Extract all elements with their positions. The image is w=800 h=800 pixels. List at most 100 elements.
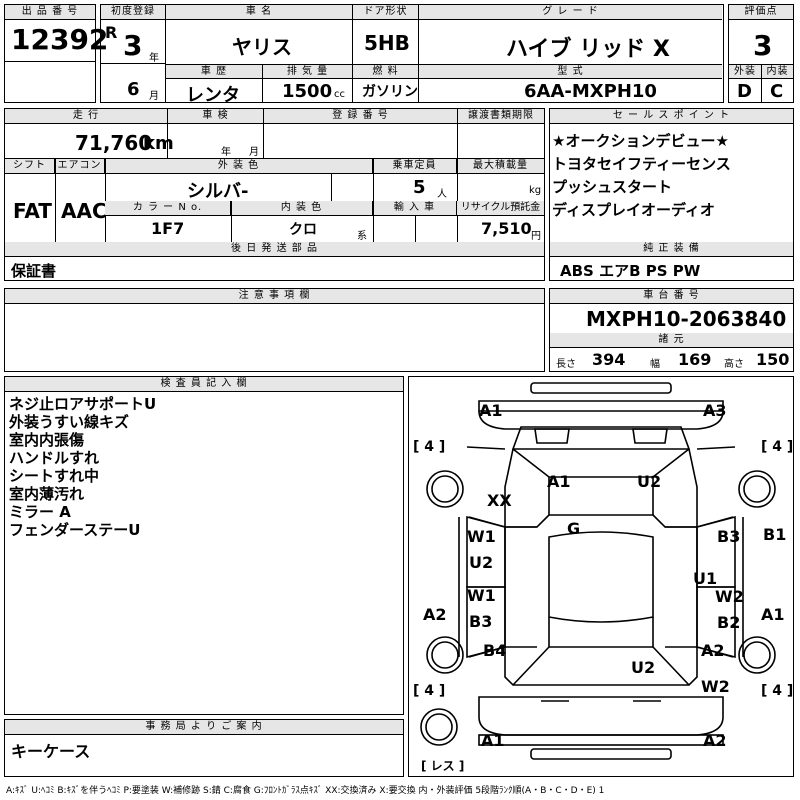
reg-month: 6	[127, 79, 140, 100]
damage-mark: U2	[631, 658, 656, 677]
aircon-label: エアコン	[55, 159, 105, 174]
damage-mark: W1	[467, 586, 496, 605]
capacity-label: 乗車定員	[373, 159, 457, 174]
int-color-label: 内 装 色	[231, 201, 373, 216]
office-note: キーケース	[11, 742, 91, 761]
first-reg-label: 初度登録	[101, 5, 165, 20]
door-label: ドア形状	[352, 5, 418, 20]
detail-box: 走 行 車 検 登 録 番 号 譲渡書類期限 71,760 km 年 月 シフト…	[4, 108, 545, 281]
chassis-no: MXPH10-2063840	[586, 307, 787, 331]
score-box: 評価点 3 外装 内装 D C	[728, 4, 794, 103]
car-name: ヤリス	[232, 35, 292, 59]
aircon: AAC	[61, 199, 107, 223]
color-no: 1F7	[151, 219, 185, 238]
inspection-label: 車 検	[167, 109, 263, 124]
sales-point: ★オークションデビュー★	[552, 132, 729, 150]
era: R	[105, 23, 118, 42]
interior-label: 内装	[761, 65, 793, 79]
insp-month-unit: 月	[249, 147, 259, 158]
height: 150	[756, 350, 790, 369]
grade-label: グ レ ー ド	[418, 5, 722, 20]
door-type: 5HB	[364, 31, 410, 55]
damage-mark: U1	[693, 569, 718, 588]
tire-count-front-right: [ 4 ]	[761, 439, 794, 455]
dims-label: 諸 元	[550, 333, 793, 348]
car-history: レンタ	[186, 85, 240, 106]
car-diagram	[420, 382, 776, 760]
inspector-label: 検 査 員 記 入 欄	[5, 377, 403, 392]
cc-unit: cc	[334, 89, 345, 100]
auction-no-label: 出 品 番 号	[5, 5, 95, 20]
insp-year-unit: 年	[221, 147, 231, 158]
shift-label: シフト	[5, 159, 55, 174]
sales-point: プッシュスタート	[552, 178, 673, 196]
genuine-label: 純 正 装 備	[550, 242, 793, 257]
persons-unit: 人	[437, 189, 447, 200]
damage-mark: B2	[717, 613, 741, 632]
legend: A:ｷｽﾞ U:ﾍｺﾐ B:ｷｽﾞを伴うﾍｺﾐ P:要塗装 W:補修跡 S:錆 …	[6, 786, 605, 796]
damage-mark: B4	[483, 641, 507, 660]
model-label: 型 式	[418, 65, 722, 79]
notes-label: 注 意 事 項 欄	[5, 289, 544, 304]
inspector-note: ハンドルすれ	[9, 449, 100, 467]
yen-unit: 円	[531, 231, 541, 242]
sales-points-label: セ ー ル ス ポ イ ン ト	[550, 109, 793, 124]
reg-no-label: 登 録 番 号	[263, 109, 457, 124]
notes-box: 注 意 事 項 欄	[4, 288, 545, 372]
damage-mark: A3	[703, 401, 727, 420]
damage-mark: A2	[423, 605, 447, 624]
ext-color-label: 外 装 色	[105, 159, 373, 174]
spare-tire-label: [ レス ]	[421, 759, 465, 773]
grade: ハイブ リッド X	[506, 37, 670, 62]
int-color: クロ	[289, 222, 317, 238]
km-unit: km	[143, 133, 174, 154]
car-name-label: 車 名	[166, 5, 352, 20]
inspector-note: シートすれ中	[9, 467, 100, 485]
displacement-label: 排 気 量	[262, 65, 352, 79]
auction-no: 12392	[11, 23, 109, 56]
kei-unit: 系	[357, 231, 367, 242]
office-box: 事 務 局 よ り ご 案 内 キーケース	[4, 719, 404, 777]
recycle-label: リサイクル預託金	[457, 201, 544, 216]
capacity: 5	[413, 177, 426, 198]
later-parts: 保証書	[11, 262, 57, 280]
ext-color: シルバ-	[187, 181, 249, 202]
mileage-label: 走 行	[5, 109, 167, 124]
damage-mark: W1	[467, 527, 496, 546]
length: 394	[592, 350, 626, 369]
color-no-label: カ ラ ー N o.	[105, 201, 231, 216]
model-code: 6AA-MXPH10	[524, 81, 657, 102]
reg-year: 3	[123, 29, 143, 62]
car-diagram-box: [ 4 ] [ 4 ] [ 4 ] [ 4 ] [ レス ] A1 A3 XX …	[408, 376, 794, 777]
width: 169	[678, 350, 712, 369]
height-label: 高さ	[724, 359, 744, 370]
tire-count-rear-right: [ 4 ]	[761, 683, 794, 699]
chassis-box: 車 台 番 号 MXPH10-2063840 諸 元 長さ 394 幅 169 …	[549, 288, 794, 372]
inspector-note: ミラー A	[9, 503, 71, 521]
exterior-label: 外装	[729, 65, 761, 79]
damage-mark: B3	[717, 527, 741, 546]
mileage: 71,760	[75, 131, 153, 155]
recycle-fee: 7,510	[481, 219, 532, 238]
damage-mark: A1	[481, 731, 505, 750]
sales-point: トヨタセイフティーセンス	[552, 155, 731, 173]
fuel-label: 燃 料	[352, 65, 418, 79]
office-label: 事 務 局 よ り ご 案 内	[5, 720, 403, 735]
inspector-note: 室内薄汚れ	[9, 485, 85, 503]
damage-mark: A1	[479, 401, 503, 420]
exterior-grade: D	[737, 81, 752, 102]
sales-points-box: セ ー ル ス ポ イ ン ト ★オークションデビュー★ トヨタセイフティーセン…	[549, 108, 794, 281]
damage-mark: A1	[761, 605, 785, 624]
genuine-equipment: ABS エアB PS PW	[560, 262, 701, 280]
damage-mark: A1	[547, 472, 571, 491]
width-label: 幅	[650, 359, 660, 370]
score-label: 評価点	[729, 5, 793, 20]
interior-grade: C	[770, 81, 784, 102]
sales-point: ディスプレイオーディオ	[552, 201, 715, 219]
displacement: 1500	[282, 81, 333, 102]
damage-mark: G	[567, 519, 581, 538]
damage-mark: A2	[703, 731, 727, 750]
transfer-deadline-label: 譲渡書類期限	[457, 109, 544, 124]
damage-mark: B3	[469, 612, 493, 631]
tire-count-rear-left: [ 4 ]	[413, 683, 446, 699]
